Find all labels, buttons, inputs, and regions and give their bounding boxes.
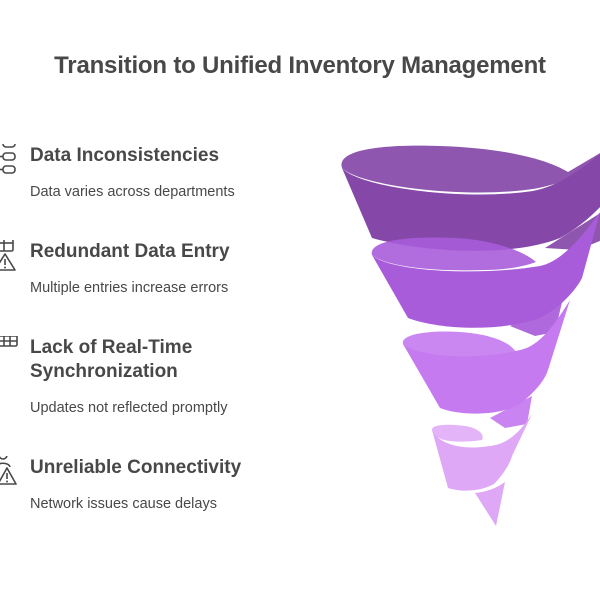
stage-description: Multiple entries increase errors <box>30 280 229 296</box>
funnel-segment-1-top <box>341 145 600 193</box>
funnel-segment-2-top <box>371 237 536 271</box>
funnel-segment-2 <box>371 212 600 336</box>
funnel-segment-1 <box>341 145 600 251</box>
funnel-tip <box>475 482 505 526</box>
stage-heading: Redundant Data Entry <box>30 241 230 262</box>
stage-heading: Lack of Real-Time Synchronization <box>30 337 193 382</box>
funnel-segment-1-body <box>342 153 600 251</box>
funnel-segment-4-top <box>432 424 483 442</box>
funnel-segment-3-back <box>490 396 532 428</box>
stage-description: Data varies across departments <box>30 184 235 200</box>
funnel-segment-2-body <box>372 212 600 328</box>
stage-description: Updates not reflected promptly <box>30 400 228 416</box>
diagram-title: Transition to Unified Inventory Manageme… <box>54 52 546 79</box>
stage-description: Network issues cause delays <box>30 496 217 512</box>
funnel-segment-3 <box>402 300 570 428</box>
funnel-segment-3-top <box>402 331 516 360</box>
stage-heading: Data Inconsistencies <box>30 145 220 166</box>
stage-heading: Unreliable Connectivity <box>30 457 242 478</box>
funnel-segment-4-body <box>432 414 532 491</box>
funnel-segment-4 <box>432 414 532 526</box>
